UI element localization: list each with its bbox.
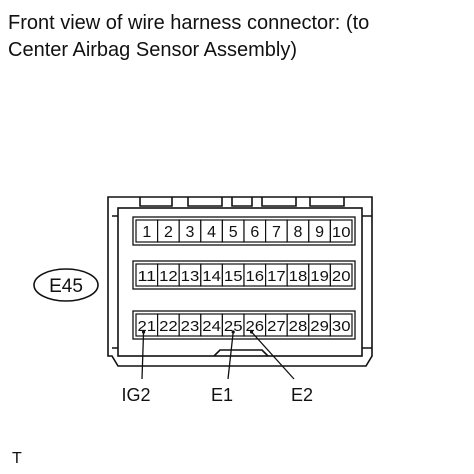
pin-number: 5 [229,224,238,241]
pin-cell: 15 [221,263,245,287]
housing-inner [117,207,363,357]
pin-cell: 9 [308,219,331,243]
pin-label: E2 [291,385,313,405]
pin-number: 15 [224,268,243,285]
pin-number: 13 [181,268,200,285]
pin-number: 19 [310,268,329,285]
pin-cell: 5 [221,219,245,243]
pin-number: 18 [289,268,308,285]
pin-cell: 8 [286,219,310,243]
diagram-title: Front view of wire harness connector: (t… [8,10,468,64]
pin-cell-box [329,263,353,287]
pin-cell: 21 [135,313,159,337]
pin-number: 8 [294,224,303,241]
pin-number: 2 [164,224,173,241]
pin-leader-dot [141,330,146,334]
pin-cell: 18 [286,263,310,287]
pin-number: 25 [224,318,243,335]
pin-row-frame [132,310,356,340]
pin-number: 11 [138,268,157,285]
pin-cell: 7 [265,219,288,243]
connector-code-text: E45 [49,276,83,297]
title-line-2: Center Airbag Sensor Assembly) [8,39,298,61]
pin-number: 4 [207,224,216,241]
pin-cell-box [329,219,353,243]
pin-cell: 2 [157,219,180,243]
pin-label: E1 [211,385,233,405]
pin-leader-line [227,331,234,380]
pin-number: 27 [267,318,286,335]
pin-number: 14 [202,268,221,285]
housing-right-groove [362,215,372,349]
pin-cell: 27 [265,313,288,337]
pin-number: 17 [267,268,286,285]
pin-number: 29 [310,318,329,335]
pin-cell: 28 [286,313,310,337]
pin-number: 10 [332,224,351,241]
pin-label: IG2 [121,385,150,405]
pin-number: 20 [332,268,351,285]
pin-leader-line [141,331,145,380]
pin-number: 23 [181,318,200,335]
pin-number: 26 [246,318,265,335]
pin-cell: 14 [200,263,224,287]
pin-leaders: IG2 E1 E2 [121,330,313,405]
pin-cell-box [329,313,353,337]
pin-number: 22 [159,318,178,335]
pin-number: 28 [289,318,308,335]
pin-number: 16 [246,268,265,285]
pin-number: 1 [142,224,151,241]
housing-outer [107,196,373,367]
pin-number: 7 [272,224,281,241]
pin-cell: 26 [243,313,267,337]
connector-code-badge: E45 [33,268,99,302]
pin-cell: 22 [157,313,180,337]
pin-cell: 23 [178,313,202,337]
pin-row-frame [132,216,356,246]
pin-cell: 4 [200,219,224,243]
pin-number: 21 [138,318,157,335]
pin-cell: 6 [243,219,267,243]
pin-cell: 16 [243,263,267,287]
housing-bottom-tab [213,349,269,357]
pin-leader-dot [249,330,254,334]
pin-row-frame [132,260,356,290]
footer-mark: T [12,450,22,467]
pin-number: 12 [159,268,178,285]
pin-leader-dot [231,330,235,334]
pin-cell: 24 [200,313,224,337]
pin-cell: 1 [135,219,159,243]
pin-number: 30 [332,318,351,335]
pin-cell: 30 [329,313,353,337]
pin-leader-line [251,331,295,380]
pin-cell: 17 [265,263,288,287]
pin-number: 9 [315,224,324,241]
pin-number: 6 [250,224,259,241]
pin-cell: 29 [308,313,331,337]
pin-number: 3 [186,224,195,241]
connector-housing [107,196,373,367]
pin-cell: 20 [329,263,353,287]
housing-left-groove [112,215,118,349]
pin-cell: 19 [308,263,331,287]
pin-cell: 13 [178,263,202,287]
title-line-1: Front view of wire harness connector: (t… [8,12,370,34]
pin-cell: 3 [178,219,202,243]
pin-row-frames [132,216,356,340]
housing-top-ribs [139,197,345,207]
pin-cell: 12 [157,263,180,287]
pin-number: 24 [202,318,221,335]
pin-cell: 10 [329,219,353,243]
pin-cell: 11 [135,263,159,287]
connector-code-ellipse [33,268,99,302]
